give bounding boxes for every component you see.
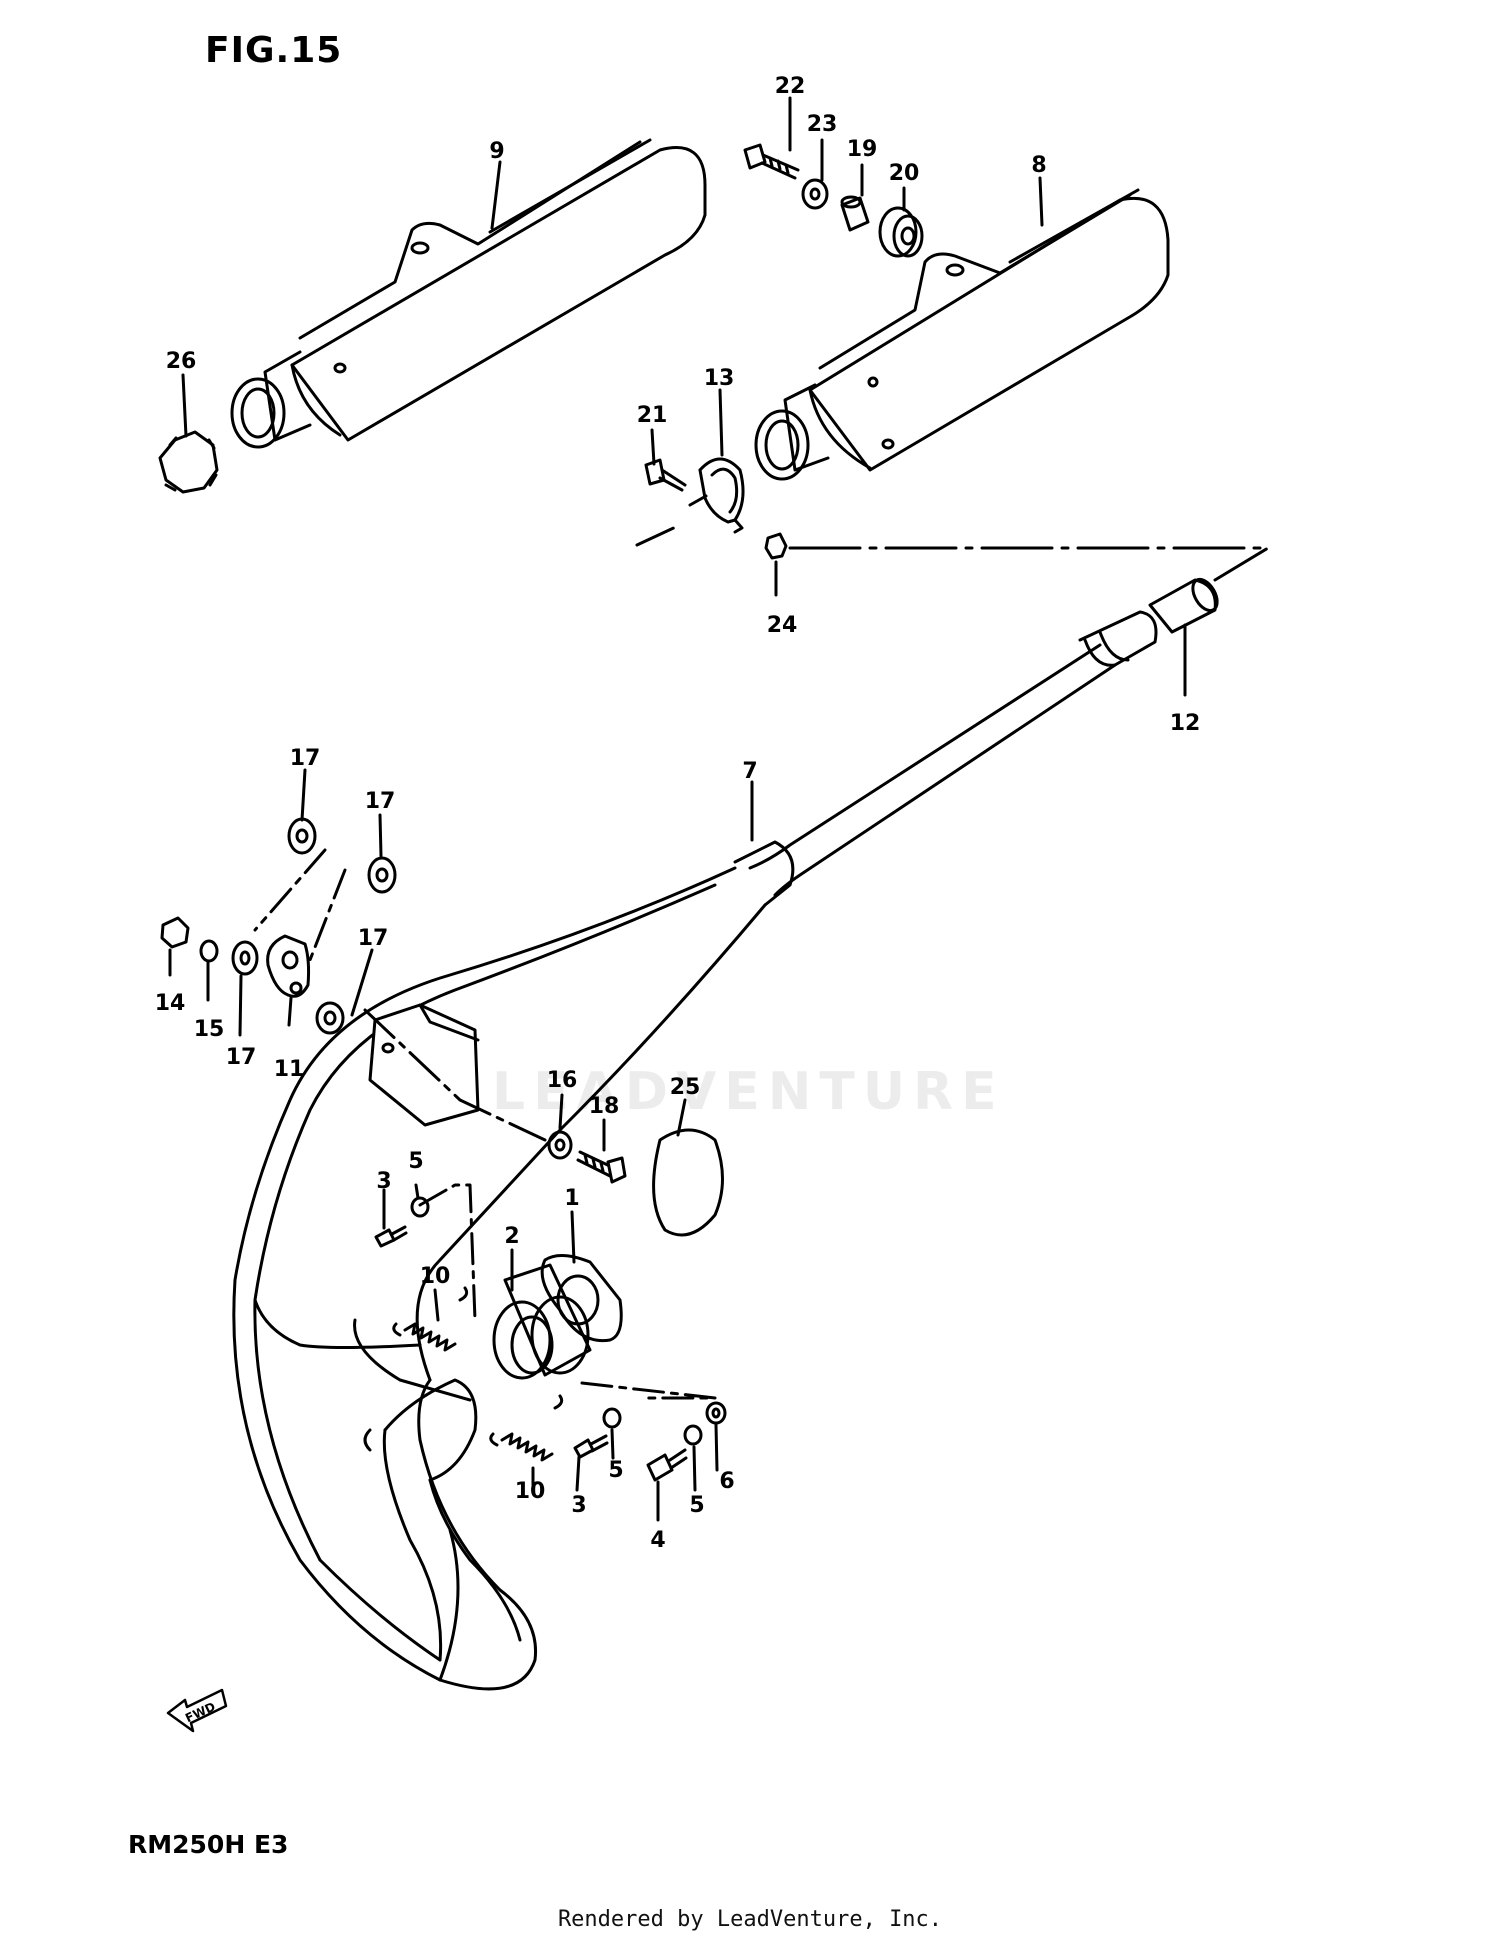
fwd-arrow (166, 1688, 228, 1733)
washer-17b (367, 856, 397, 894)
callout-16: 16 (547, 1068, 578, 1093)
callout-22: 22 (775, 74, 806, 99)
washer-17c (315, 1001, 345, 1035)
callout-5b: 5 (608, 1458, 623, 1483)
callout-19: 19 (847, 137, 878, 162)
callout-25: 25 (670, 1075, 701, 1100)
spring-10a (392, 1286, 469, 1352)
callout-10a: 10 (420, 1264, 451, 1289)
muffler-9 (230, 138, 707, 449)
washer-5b (602, 1407, 622, 1429)
callout-5c: 5 (689, 1493, 704, 1518)
callout-17a: 17 (290, 746, 321, 771)
muffler-8 (754, 188, 1170, 481)
bolt-18 (576, 1150, 627, 1184)
nut-26 (158, 430, 219, 494)
joint-2 (492, 1263, 592, 1380)
callout-3a: 3 (376, 1169, 391, 1194)
washer-5c (683, 1424, 703, 1446)
callout-21: 21 (637, 403, 668, 428)
callout-23: 23 (807, 112, 838, 137)
callout-14: 14 (155, 991, 186, 1016)
callout-7: 7 (742, 759, 757, 784)
callout-11: 11 (274, 1057, 305, 1082)
washer-17d (231, 940, 259, 976)
collar-19 (840, 195, 870, 232)
clamp-13 (688, 457, 745, 534)
callout-3b: 3 (571, 1493, 586, 1518)
washer-6 (705, 1401, 727, 1425)
callout-18: 18 (589, 1094, 620, 1119)
callout-17b: 17 (365, 789, 396, 814)
callout-4: 4 (650, 1528, 665, 1553)
sleeve-12 (1148, 577, 1219, 634)
footer-credit: Rendered by LeadVenture, Inc. (557, 1907, 943, 1932)
model-label: RM250H E3 (128, 1830, 289, 1859)
callout-2: 2 (504, 1224, 519, 1249)
callout-17d: 17 (226, 1045, 257, 1070)
callout-20: 20 (889, 161, 920, 186)
nut-24 (764, 532, 788, 560)
figure-title: FIG.15 (205, 30, 343, 71)
callout-26: 26 (166, 349, 197, 374)
callout-8: 8 (1031, 153, 1046, 178)
callout-12: 12 (1170, 711, 1201, 736)
exhaust-pipe-7 (232, 610, 1158, 1691)
callout-6: 6 (719, 1469, 734, 1494)
washer-15 (199, 939, 219, 963)
callout-13: 13 (704, 366, 735, 391)
bolt-4 (646, 1448, 688, 1482)
callout-10b: 10 (515, 1479, 546, 1504)
gasket-25 (652, 1128, 724, 1237)
screw-3b (573, 1434, 609, 1459)
washer-23 (801, 178, 829, 210)
spring-10b (489, 1394, 564, 1462)
callout-15: 15 (194, 1017, 225, 1042)
washer-17a (287, 817, 317, 855)
screw-3a (374, 1225, 408, 1248)
grommet-20 (878, 206, 924, 258)
callout-1: 1 (564, 1186, 579, 1211)
nut-14 (160, 916, 190, 949)
washer-5a (410, 1196, 430, 1218)
bolt-22 (743, 143, 800, 180)
bracket-11 (266, 934, 311, 998)
callout-24: 24 (767, 613, 798, 638)
callout-17c: 17 (358, 926, 389, 951)
callout-9: 9 (489, 139, 504, 164)
callout-5a: 5 (408, 1149, 423, 1174)
bolt-21 (644, 458, 687, 492)
washer-16 (547, 1130, 573, 1160)
